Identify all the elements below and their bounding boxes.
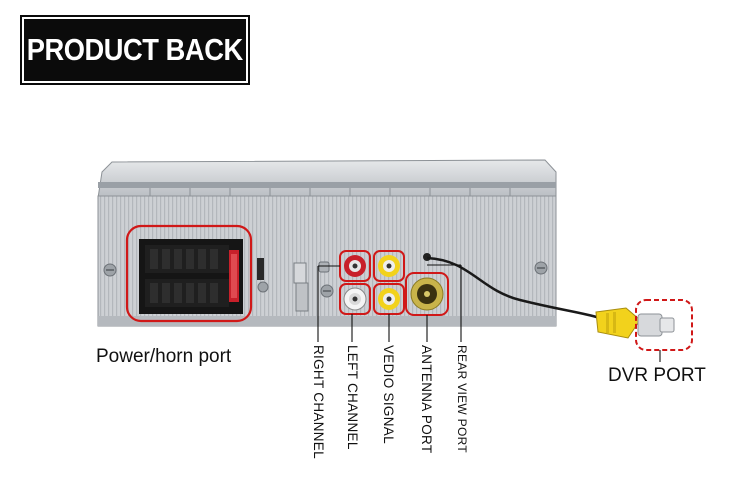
dvr-port-label: DVR PORT bbox=[608, 365, 706, 386]
power-horn-connector bbox=[125, 224, 253, 323]
rca-white-jack bbox=[339, 283, 371, 315]
power-horn-port-label: Power/horn port bbox=[96, 346, 232, 367]
product-back-badge: PRODUCT BACK bbox=[20, 15, 250, 85]
leader-lines bbox=[317, 264, 661, 362]
right-channel-label: RIGHT CHANNEL bbox=[311, 345, 326, 459]
dvr-rca-plug bbox=[595, 299, 693, 351]
screw-center-upper bbox=[257, 281, 269, 293]
screw-left bbox=[103, 263, 117, 277]
video-signal-label: VEDIO SIGNAL bbox=[381, 345, 396, 444]
left-channel-label: LEFT CHANNEL bbox=[345, 345, 360, 450]
rear-view-cable bbox=[423, 253, 601, 320]
screw-center bbox=[320, 284, 334, 298]
rca-yellow-jack-upper bbox=[373, 250, 405, 282]
rca-yellow-jack-lower bbox=[373, 283, 405, 315]
stereo-top-housing bbox=[97, 159, 557, 199]
screw-right bbox=[534, 261, 548, 275]
rear-view-port-label: REAR VIEW PORT bbox=[455, 345, 469, 453]
antenna-port-label: ANTENNA PORT bbox=[419, 345, 434, 454]
product-back-title: PRODUCT BACK bbox=[27, 32, 243, 67]
panel-slots bbox=[257, 258, 330, 312]
